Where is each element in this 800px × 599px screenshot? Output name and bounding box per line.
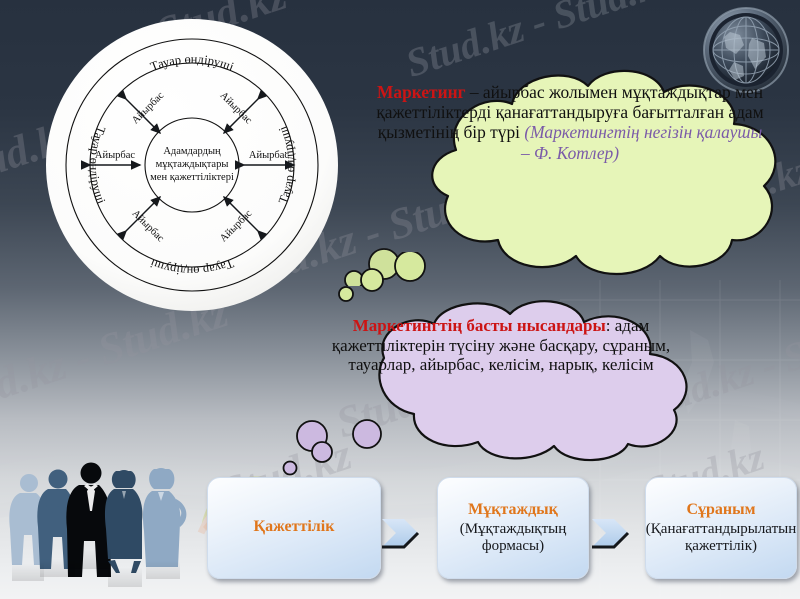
purple-bubble-body: адам қажеттіліктерін түсіну және басқару… xyxy=(331,316,671,375)
purple-bubble-heading-suffix: : xyxy=(605,316,611,335)
flow-box-1[interactable]: Мұқтаждық (Мұқтаждықтың формасы) xyxy=(437,477,589,579)
silhouette-4 xyxy=(104,470,143,573)
purple-bubble-text: Маркетингтің басты нысандары: адам қажет… xyxy=(318,316,684,375)
flow-box-2[interactable]: Сұраным (Қанағаттандырылатын қажеттілік) xyxy=(645,477,797,579)
purple-thought-bubble xyxy=(296,300,688,462)
svg-text:Адамдардың: Адамдардың xyxy=(163,146,221,157)
green-bubble-trail xyxy=(338,252,426,302)
business-people-silhouettes xyxy=(9,462,187,587)
flow-box-subtitle: (Мұқтаждықтың формасы) xyxy=(459,520,567,554)
arrow-label: Айырбас xyxy=(95,150,136,161)
silhouette-3-tie xyxy=(84,484,98,511)
flow-box-title: Қажеттілік xyxy=(253,518,335,536)
silhouette-5 xyxy=(142,468,187,567)
green-bubble-text: Маркетинг – айырбас жолымен мұқтаждықтар… xyxy=(372,82,768,163)
flow-box-subtitle: (Қанағаттандырылатын қажеттілік) xyxy=(645,520,797,554)
green-bubble-attribution: (Маркетингтің негізін қалаушы – Ф. Котле… xyxy=(520,122,763,163)
exchange-circle-diagram: Тауар өндіруші Тауар өндіруші Тауар өнді… xyxy=(46,19,338,311)
silhouette-1 xyxy=(9,474,45,565)
arrow-label: Айырбас xyxy=(249,150,290,161)
diagram-center-text: Адамдардың мұқтаждықтары мен қажеттілікт… xyxy=(150,146,234,183)
svg-text:мұқтаждықтары: мұқтаждықтары xyxy=(156,159,229,170)
green-bubble-body: – айырбас жолымен мұқтаждықтар мен қажет… xyxy=(376,82,764,143)
purple-bubble-heading: Маркетингтің басты нысандары xyxy=(352,316,606,335)
flow-box-0[interactable]: Қажеттілік xyxy=(207,477,381,579)
flow-box-title: Сұраным xyxy=(686,500,756,518)
globe-icon xyxy=(703,7,789,93)
chevron-right-icon xyxy=(592,519,630,549)
flow-box-title: Мұқтаждық xyxy=(468,500,558,518)
green-thought-bubble xyxy=(344,69,777,286)
purple-bubble-trail xyxy=(282,419,382,476)
chevron-right-icon xyxy=(382,519,420,549)
silhouette-2 xyxy=(37,469,75,569)
svg-text:мен қажеттіліктері: мен қажеттіліктері xyxy=(150,172,234,183)
green-bubble-heading: Маркетинг xyxy=(376,82,466,102)
